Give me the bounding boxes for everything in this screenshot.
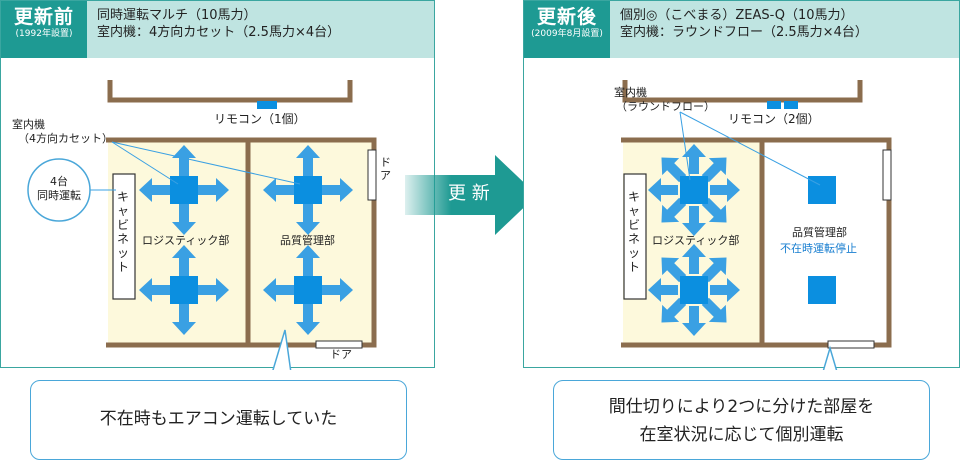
after-cabinet-label: キャビネット: [628, 190, 641, 274]
cabinet: [112, 173, 136, 300]
cassette-unit-2: [263, 145, 353, 235]
before-remote-label: リモコン（1個）: [214, 112, 306, 126]
before-desc-line1: 同時運転マルチ（10馬力）: [97, 8, 257, 23]
after-room-walls: [621, 137, 892, 348]
indoor-leader-2: [111, 141, 301, 185]
after-remote-control-1: [767, 101, 781, 109]
indoor-leader-1: [111, 141, 179, 185]
before-door-bottom: ドア: [330, 348, 352, 361]
after-cabinet: [623, 173, 647, 300]
before-indoor-label-1: 室内機: [12, 118, 45, 131]
before-desc-line2: 室内機：4方向カセット（2.5馬力×4台）: [97, 25, 341, 40]
remote-control: [257, 101, 277, 109]
after-room-logistics: ロジスティック部: [652, 234, 740, 247]
after-tag-title: 更新後: [536, 6, 597, 28]
stopped-unit-1: [808, 176, 836, 204]
cassette-unit-4: [263, 245, 353, 335]
after-desc-line1: 個別◎（こべまる）ZEAS-Q（10馬力）: [620, 8, 854, 23]
after-floorplan: [621, 80, 892, 370]
after-indoor-label-2: （ラウンドフロー）: [616, 100, 715, 113]
after-room-quality-note: 不在時運転停止: [780, 242, 857, 255]
after-tag: 更新後 (2009年8月設置): [524, 1, 610, 58]
after-indoor-label: 室内機 （ラウンドフロー）: [614, 86, 715, 114]
after-desc-line2: 室内機：ラウンドフロー（2.5馬力×4台）: [620, 25, 868, 40]
after-tag-sub: (2009年8月設置): [531, 29, 603, 39]
simul-label: 4台 同時運転: [29, 175, 89, 203]
after-room-quality-floor: [764, 140, 888, 345]
update-arrow-label: 更 新: [448, 183, 490, 204]
before-cabinet-label: キャビネット: [117, 190, 130, 274]
after-indoor-leader-2: [679, 111, 821, 186]
door-right: [367, 149, 377, 201]
after-door-right: [882, 149, 892, 201]
before-door-right: ドア: [380, 156, 391, 182]
roundflow-unit-1: [648, 144, 740, 236]
before-note-bubble: 不在時もエアコン運転していた: [30, 380, 407, 460]
cassette-unit-3: [139, 245, 229, 335]
before-note-text: 不在時もエアコン運転していた: [99, 409, 338, 429]
door-bottom: [315, 340, 363, 349]
bubble-pointer: [272, 329, 292, 370]
simul-circle: [27, 158, 91, 222]
after-bubble-pointer: [822, 345, 838, 370]
after-remote-control-2: [784, 101, 798, 109]
simul-label-1: 4台: [50, 175, 68, 188]
before-indoor-label: 室内機 （4方向カセット）: [12, 118, 113, 146]
top-wall: [107, 80, 353, 103]
after-note-bubble: 間仕切りにより2つに分けた部屋を 在室状況に応じて個別運転: [553, 380, 930, 460]
stopped-unit-2: [808, 276, 836, 304]
after-header-desc: 個別◎（こべまる）ZEAS-Q（10馬力） 室内機：ラウンドフロー（2.5馬力×…: [610, 1, 959, 58]
before-indoor-label-2: （4方向カセット）: [18, 132, 113, 145]
after-indoor-leader-1: [679, 111, 691, 181]
before-floorplan: [27, 80, 377, 370]
before-room-logistics: ロジスティック部: [142, 234, 230, 247]
before-room-quality: 品質管理部: [280, 234, 335, 247]
before-tag-title: 更新前: [13, 6, 74, 28]
after-room-quality: 品質管理部: [792, 226, 847, 239]
room-walls: [106, 137, 377, 348]
after-indoor-label-1: 室内機: [614, 86, 647, 99]
after-door-bottom: [827, 340, 875, 349]
simul-label-2: 同時運転: [37, 189, 81, 202]
cassette-unit-1: [139, 145, 229, 235]
roundflow-unit-2: [648, 244, 740, 336]
after-note-line2: 在室状況に応じて個別運転: [639, 425, 844, 445]
after-note-line1: 間仕切りにより2つに分けた部屋を: [608, 397, 875, 417]
before-header-desc: 同時運転マルチ（10馬力） 室内機：4方向カセット（2.5馬力×4台）: [87, 1, 434, 58]
before-tag: 更新前 (1992年設置): [1, 1, 87, 58]
after-top-wall: [622, 80, 863, 103]
after-remote-label: リモコン（2個）: [728, 112, 820, 126]
update-arrow: [405, 155, 537, 235]
before-tag-sub: (1992年設置): [15, 29, 73, 39]
